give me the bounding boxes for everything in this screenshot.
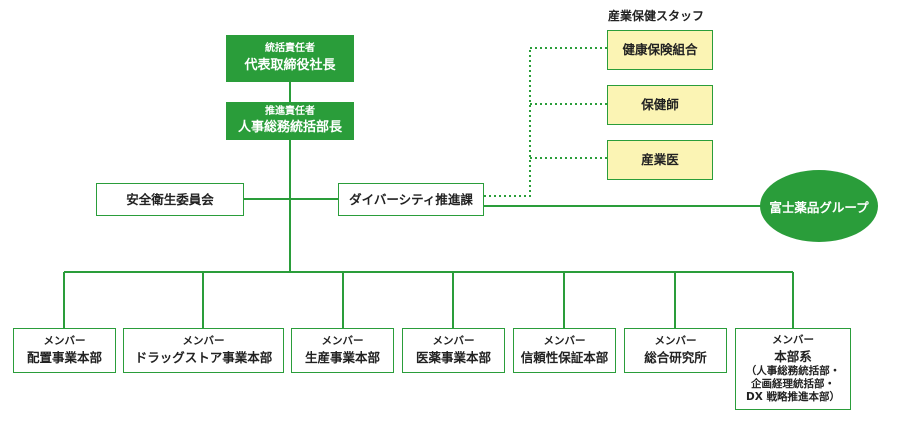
exec-promotion-role: 推進責任者 [265, 105, 315, 117]
member-tag: メンバー [654, 335, 697, 348]
member-name: 本部系 [774, 349, 812, 365]
member-box-3: メンバー 生産事業本部 [291, 328, 394, 373]
member-name: 医薬事業本部 [415, 350, 491, 366]
exec-top-title: 代表取締役社長 [244, 57, 336, 73]
member-name: 信頼性保証本部 [520, 350, 609, 366]
member-sub-line: （人事総務統括部・ [745, 364, 841, 377]
member-box-1: メンバー 配置事業本部 [13, 328, 116, 373]
member-box-7: メンバー 本部系 （人事総務統括部・ 企画経理統括部・ DX 戦略推進本部） [735, 328, 851, 410]
member-sub-line: 企画経理統括部・ [751, 377, 835, 390]
member-name: 総合研究所 [644, 350, 707, 366]
member-sub-line: DX 戦略推進本部） [746, 390, 840, 403]
member-box-5: メンバー 信頼性保証本部 [513, 328, 616, 373]
connector-staff-dotted [484, 48, 531, 197]
exec-top-role: 統括責任者 [265, 43, 315, 55]
group-label: 富士薬品グループ [769, 199, 869, 215]
staff-heading: 産業保健スタッフ [608, 9, 705, 23]
exec-box-top: 統括責任者 代表取締役社長 [226, 35, 354, 82]
member-name: ドラッグストア事業本部 [134, 350, 273, 366]
member-name: 生産事業本部 [304, 350, 380, 366]
staff-label-1: 健康保険組合 [622, 42, 698, 58]
member-box-4: メンバー 医薬事業本部 [402, 328, 505, 373]
member-box-2: メンバー ドラッグストア事業本部 [123, 328, 284, 373]
staff-label-2: 保健師 [641, 97, 679, 113]
staff-box-3: 産業医 [607, 140, 713, 180]
member-tag: メンバー [772, 333, 814, 346]
staff-label-3: 産業医 [641, 152, 679, 168]
diversity-box: ダイバーシティ推進課 [338, 183, 484, 216]
exec-box-promotion: 推進責任者 人事総務統括部長 [226, 102, 354, 140]
member-name: 配置事業本部 [26, 350, 102, 366]
staff-box-1: 健康保険組合 [607, 30, 713, 70]
member-tag: メンバー [543, 335, 586, 348]
member-box-6: メンバー 総合研究所 [624, 328, 727, 373]
exec-promotion-title: 人事総務統括部長 [237, 120, 342, 136]
member-tag: メンバー [432, 335, 475, 348]
group-ellipse: 富士薬品グループ [760, 170, 878, 242]
member-tag: メンバー [321, 335, 364, 348]
diversity-label: ダイバーシティ推進課 [349, 191, 473, 207]
committee-box: 安全衛生委員会 [96, 183, 244, 216]
member-tag: メンバー [182, 335, 225, 348]
staff-box-2: 保健師 [607, 85, 713, 125]
member-tag: メンバー [43, 335, 86, 348]
committee-label: 安全衛生委員会 [126, 191, 214, 207]
